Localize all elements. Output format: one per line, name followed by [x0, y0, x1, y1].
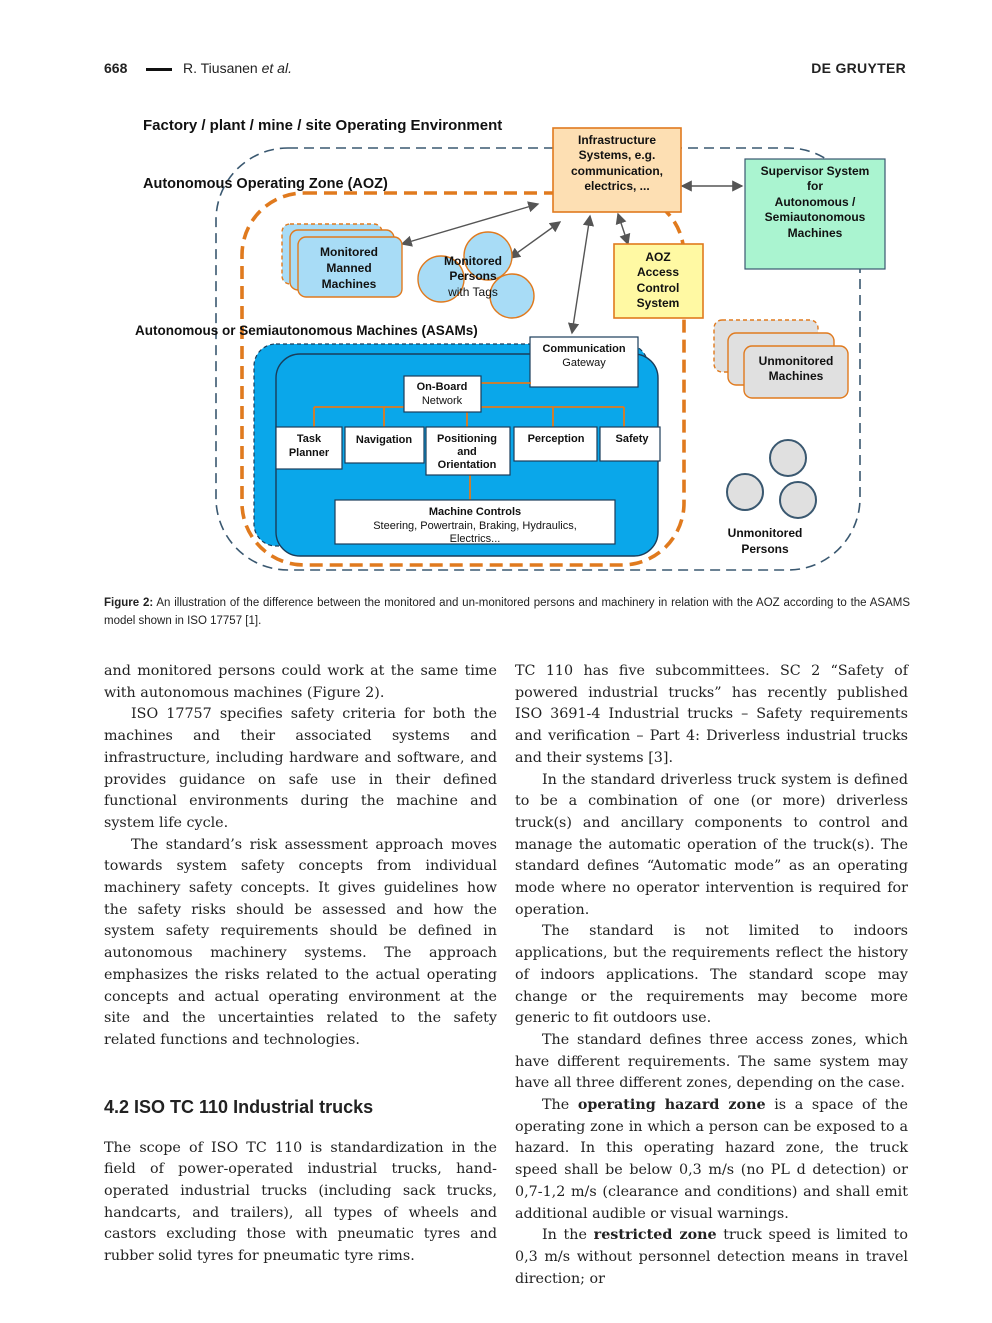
unmonitored-person-2 [726, 473, 764, 511]
supervisor-system-box [744, 158, 886, 270]
header-rule [146, 68, 172, 71]
svg-text:Autonomous /: Autonomous / [775, 195, 856, 209]
onboard-network-box [403, 375, 482, 413]
svg-text:Machines: Machines [788, 226, 843, 240]
svg-text:with Tags: with Tags [447, 285, 498, 299]
svg-text:Unmonitored: Unmonitored [759, 354, 834, 368]
paragraph: ISO 17757 specifies safety criteria for … [104, 706, 497, 831]
aoz-access-control-box [613, 243, 704, 319]
svg-text:Semiautonomous: Semiautonomous [765, 210, 866, 224]
svg-text:Machines: Machines [769, 369, 824, 383]
svg-text:Safety: Safety [615, 433, 649, 445]
operating-environment-boundary [215, 147, 861, 571]
svg-text:Electrics...: Electrics... [450, 533, 501, 545]
svg-text:Supervisor System: Supervisor System [761, 164, 870, 178]
perception-box [513, 426, 598, 462]
term-restricted-zone: restricted zone [593, 1227, 717, 1244]
svg-text:Machine Controls: Machine Controls [429, 506, 521, 518]
svg-text:communication,: communication, [571, 164, 663, 178]
infrastructure-box [552, 127, 682, 213]
svg-text:Unmonitored: Unmonitored [728, 526, 803, 540]
svg-text:Task: Task [297, 433, 322, 445]
monitored-machine-front [297, 236, 403, 298]
svg-text:for: for [807, 179, 823, 193]
unmonitored-machine-front [743, 345, 849, 399]
svg-text:Persons: Persons [449, 269, 497, 283]
svg-text:Access: Access [637, 265, 679, 279]
figure-2: Factory / plant / mine / site Operating … [0, 0, 992, 590]
svg-text:Orientation: Orientation [438, 459, 497, 471]
svg-text:and: and [457, 446, 477, 458]
left-column: and monitored persons could work at the … [104, 661, 497, 1268]
svg-text:Communication: Communication [542, 343, 625, 355]
svg-text:AOZ: AOZ [645, 250, 670, 264]
svg-text:Manned: Manned [326, 261, 371, 275]
svg-text:Monitored: Monitored [444, 254, 502, 268]
paragraph: In the restricted zone truck speed is li… [515, 1227, 909, 1287]
svg-text:Machines: Machines [322, 277, 377, 291]
svg-text:electrics, ...: electrics, ... [584, 179, 649, 193]
unmonitored-person-1 [769, 439, 807, 477]
paragraph: In the standard driverless truck system … [515, 771, 908, 918]
running-author: R. Tiusanen et al. [183, 60, 292, 76]
svg-text:Navigation: Navigation [356, 434, 413, 446]
machine-controls-box [334, 499, 616, 545]
environment-title: Factory / plant / mine / site Operating … [143, 117, 502, 134]
svg-text:Steering, Powertrain, Braking,: Steering, Powertrain, Braking, Hydraulic… [373, 520, 577, 532]
term-operating-hazard-zone: operating hazard zone [577, 1097, 766, 1114]
svg-text:Network: Network [422, 395, 463, 407]
publisher-name: DE GRUYTER [811, 60, 906, 76]
paragraph: and monitored persons could work at the … [104, 663, 497, 701]
svg-text:Planner: Planner [289, 447, 330, 459]
svg-text:Gateway: Gateway [562, 357, 606, 369]
svg-text:Monitored: Monitored [320, 245, 378, 259]
svg-text:Infrastructure: Infrastructure [578, 133, 656, 147]
right-column: TC 110 has five subcommittees. SC 2 “Saf… [515, 661, 908, 1290]
svg-text:System: System [637, 296, 680, 310]
positioning-box [425, 426, 511, 476]
safety-box [599, 426, 661, 462]
paragraph: The operating hazard zone is a space of … [515, 1097, 909, 1222]
unmonitored-person-3 [779, 481, 817, 519]
monitored-person-2 [463, 231, 513, 281]
monitored-person-3 [489, 273, 535, 319]
communication-gateway-box [529, 336, 639, 388]
paragraph: The standard’s risk assessment approach … [104, 836, 497, 1048]
section-heading: 4.2 ISO TC 110 Industrial trucks [104, 1096, 374, 1117]
figure-caption: Figure 2: An illustration of the differe… [104, 597, 911, 627]
svg-text:On-Board: On-Board [417, 381, 468, 393]
asam-diagram: Factory / plant / mine / site Operating … [135, 117, 886, 571]
page-number: 668 [104, 60, 128, 76]
svg-text:Systems, e.g.: Systems, e.g. [579, 148, 656, 162]
monitored-person-1 [417, 255, 465, 303]
paragraph: TC 110 has five subcommittees. SC 2 “Saf… [515, 663, 908, 766]
paragraph: The scope of ISO TC 110 is standardizati… [104, 1139, 497, 1265]
aoz-title: Autonomous Operating Zone (AOZ) [143, 176, 388, 192]
svg-text:Perception: Perception [528, 433, 585, 445]
task-planner-box [275, 426, 343, 470]
navigation-box [344, 426, 425, 464]
svg-text:Persons: Persons [741, 542, 789, 556]
paragraph: The standard is not limited to indoors a… [515, 923, 908, 1027]
svg-text:Positioning: Positioning [437, 433, 497, 445]
asam-title: Autonomous or Semiautonomous Machines (A… [135, 323, 478, 338]
paragraph: The standard defines three access zones,… [515, 1031, 908, 1092]
svg-text:Control: Control [637, 281, 680, 295]
